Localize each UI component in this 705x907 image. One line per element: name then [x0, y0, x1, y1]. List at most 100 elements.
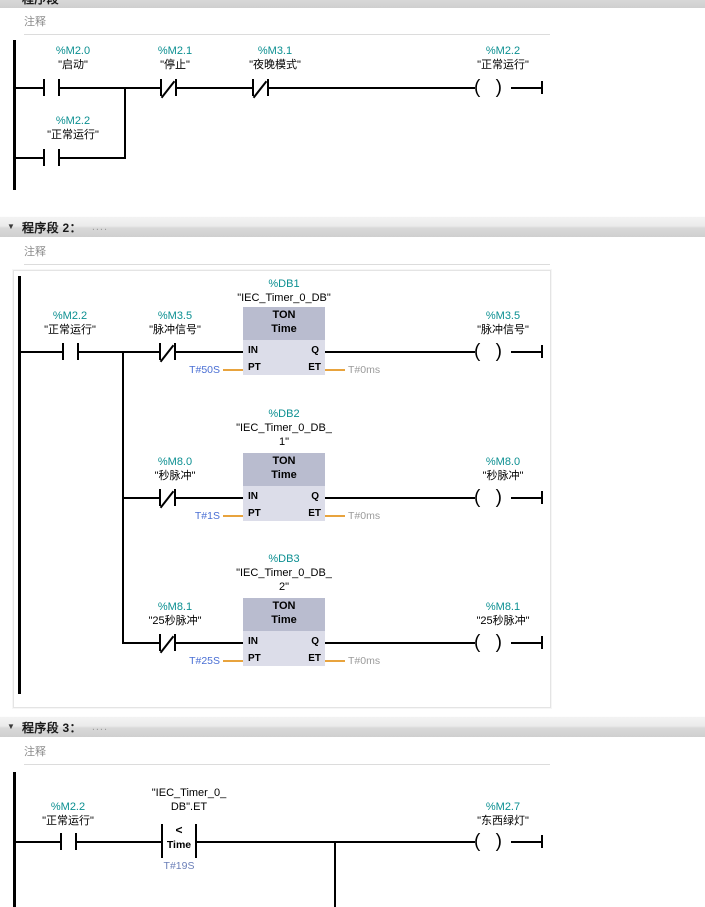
network-3-title: 程序段 3： — [22, 720, 82, 735]
wire-r2-b — [175, 497, 243, 499]
ton-db1-pin-pt: PT — [248, 362, 261, 373]
network-1-comment-divider — [24, 34, 550, 35]
ton-db2-pin-q: Q — [311, 491, 319, 502]
label-rung1-contact-addr: %M3.5 — [157, 310, 193, 322]
coil-rung2[interactable]: ( ) — [474, 487, 507, 508]
conn-db2-et — [325, 515, 345, 517]
wire-r1-a — [122, 351, 159, 353]
label-rung1-contact-sym: "脉冲信号" — [149, 324, 201, 336]
contact-nc-night[interactable] — [252, 79, 269, 99]
network-2-collapse-arrow[interactable]: ▼ — [7, 222, 15, 231]
contact-no-run-3[interactable] — [60, 833, 77, 850]
label-cmp-operand-line1: "IEC_Timer_0_ — [151, 787, 227, 799]
network-2-title-dots: .... — [91, 221, 109, 233]
ton-db3-subtype: Time — [271, 614, 297, 626]
value-db2-et: T#0ms — [348, 510, 381, 522]
label-contact-seal-addr: %M2.2 — [55, 115, 91, 127]
ton-block-db3[interactable]: TON Time IN PT Q ET — [243, 598, 325, 666]
ton-db3-type: TON — [272, 600, 296, 612]
branch-vertical-1 — [124, 87, 126, 159]
wire-r3-b — [175, 642, 243, 644]
compare-operand-bottom[interactable]: T#19S — [163, 860, 195, 872]
ton-db1-type: TON — [272, 309, 296, 321]
network-1-header[interactable]: ▼ 程序段 — [0, 0, 705, 8]
ton-block-db1[interactable]: TON Time IN PT Q ET — [243, 307, 325, 375]
wire-r1-b — [175, 351, 243, 353]
label-rung1-coil-sym: "脉冲信号" — [477, 324, 529, 336]
wire-1f — [511, 87, 543, 89]
compare-block-less-than[interactable]: < Time T#19S — [161, 823, 197, 872]
ton-block-db2[interactable]: TON Time IN PT Q ET — [243, 453, 325, 521]
wire-1b — [59, 87, 125, 89]
contact-no-start[interactable] — [43, 79, 60, 96]
network-3-title-dots: .... — [91, 721, 109, 733]
ton-db2-pin-pt: PT — [248, 508, 261, 519]
ton-db2-pin-et: ET — [308, 508, 321, 519]
rail-right-stub-r2 — [541, 491, 543, 504]
value-db2-pt[interactable]: T#1S — [194, 510, 220, 522]
label-n3-coil-addr: %M2.7 — [485, 801, 521, 813]
coil-rung1[interactable]: ( ) — [474, 341, 507, 362]
value-db3-et: T#0ms — [348, 655, 381, 667]
contact-nc-stop[interactable] — [160, 79, 177, 99]
network-3-collapse-arrow[interactable]: ▼ — [7, 722, 15, 731]
ton-db1-pin-et: ET — [308, 362, 321, 373]
rail-right-stub-r1 — [541, 345, 543, 358]
conn-db3-et — [325, 660, 345, 662]
coil-green-ew[interactable]: ( ) — [474, 831, 507, 852]
label-cmp-operand-line2: DB".ET — [170, 801, 208, 813]
ton-db3-pin-q: Q — [311, 636, 319, 647]
coil-run[interactable]: ( ) — [474, 77, 507, 98]
wire-1c — [125, 87, 160, 89]
network-2-header[interactable]: ▼ 程序段 2： .... — [0, 216, 705, 237]
fb-db3-label: %DB3 — [268, 553, 300, 565]
label-n3-coil-sym: "东西绿灯" — [477, 815, 529, 827]
contact-no-seal[interactable] — [43, 149, 60, 166]
value-db3-pt[interactable]: T#25S — [189, 655, 220, 667]
contact-nc-rung1[interactable] — [159, 343, 176, 363]
wire-r3-c — [325, 642, 475, 644]
label-rung3-coil-addr: %M8.1 — [485, 601, 521, 613]
network-2-comment[interactable]: 注释 — [0, 238, 705, 264]
fb-db1-label: %DB1 — [268, 278, 300, 290]
network-1-comment-text: 注释 — [24, 16, 46, 28]
ton-db1-pin-q: Q — [311, 345, 319, 356]
label-contact-night-sym: "夜晚模式" — [249, 59, 301, 71]
network-1-collapse-arrow[interactable]: ▼ — [0, 0, 22, 2]
wire-1d — [176, 87, 252, 89]
contact-no-enable-2[interactable] — [62, 343, 79, 360]
ton-block-db3-header: TON Time — [243, 598, 325, 631]
label-contact-seal-sym: "正常运行" — [47, 129, 99, 141]
label-rung1-coil-addr: %M3.5 — [485, 310, 521, 322]
network-3-comment-text: 注释 — [24, 746, 46, 758]
fb-db2-label: %DB2 — [268, 408, 300, 420]
wire-2b — [78, 351, 124, 353]
conn-db1-et — [325, 369, 345, 371]
wire-r3-a — [122, 642, 159, 644]
wire-3a — [13, 841, 60, 843]
ton-db1-subtype: Time — [271, 323, 297, 335]
wire-r2-d — [511, 497, 543, 499]
coil-rung3[interactable]: ( ) — [474, 632, 507, 653]
ton-db3-pin-et: ET — [308, 653, 321, 664]
wire-r1-d — [511, 351, 543, 353]
network-3-header[interactable]: ▼ 程序段 3： .... — [0, 716, 705, 737]
power-rail-left-2 — [18, 276, 21, 694]
rail-right-stub-1 — [541, 81, 543, 94]
fb-db2-instance-line2: 1" — [278, 436, 290, 448]
power-rail-left-1 — [13, 40, 16, 190]
label-contact-stop-addr: %M2.1 — [157, 45, 193, 57]
ton-db2-pin-in: IN — [248, 491, 258, 502]
value-db1-pt[interactable]: T#50S — [189, 364, 220, 376]
ton-block-db1-header: TON Time — [243, 307, 325, 340]
label-rung2-contact-sym: "秒脉冲" — [154, 470, 196, 482]
label-coil-run-sym: "正常运行" — [477, 59, 529, 71]
label-contact-enable-addr: %M2.2 — [52, 310, 88, 322]
label-n3-contact-sym: "正常运行" — [42, 815, 94, 827]
wire-r2-c — [325, 497, 475, 499]
contact-nc-rung3[interactable] — [159, 634, 176, 654]
contact-nc-rung2[interactable] — [159, 489, 176, 509]
network-1-comment[interactable]: 注释 — [0, 8, 705, 34]
wire-r2-a — [122, 497, 159, 499]
network-3-comment[interactable]: 注释 — [0, 738, 705, 764]
